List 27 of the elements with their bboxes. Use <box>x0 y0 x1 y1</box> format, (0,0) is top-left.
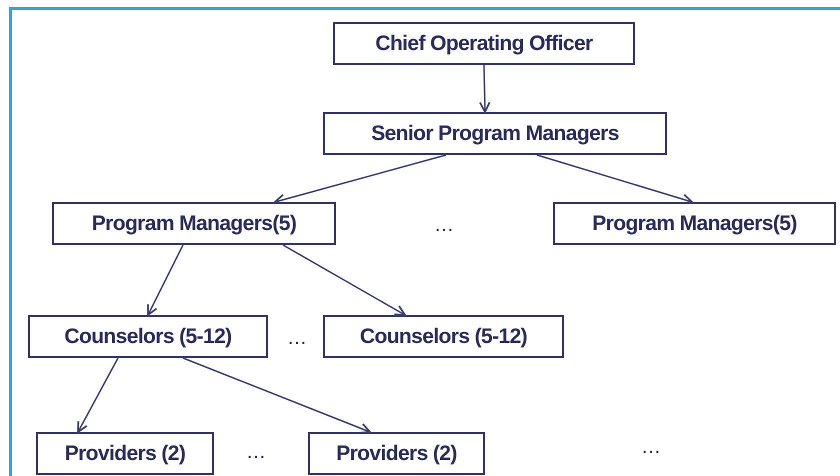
ellipsis-text: … <box>287 327 307 350</box>
role-title: Providers (2) <box>64 442 186 466</box>
role-title: Senior Program Managers <box>371 122 619 146</box>
ellipsis-text: … <box>246 441 266 464</box>
role-title: Providers (2) <box>336 442 457 466</box>
org-box <box>52 202 336 245</box>
org-box <box>553 202 836 245</box>
role-title: Counselors (5-12) <box>64 324 232 348</box>
role-title: Program Managers(5) <box>92 212 296 236</box>
org-box <box>323 315 564 358</box>
org-box <box>308 432 485 475</box>
role-title: Chief Operating Officer <box>375 32 593 56</box>
arrow <box>147 244 184 316</box>
ellipsis-text: … <box>434 214 454 237</box>
arrow <box>77 358 119 433</box>
arrow <box>536 154 693 205</box>
role-title: Program Managers(5) <box>592 212 797 236</box>
ellipsis-text: … <box>641 436 661 459</box>
org-box <box>36 432 214 475</box>
role-title: Counselors (5-12) <box>360 324 528 348</box>
arrow <box>274 154 446 205</box>
arrow <box>479 64 490 113</box>
arrow <box>282 244 406 316</box>
org-box <box>28 315 268 358</box>
arrow <box>182 357 371 434</box>
org-box <box>333 22 635 65</box>
org-box <box>323 112 667 155</box>
